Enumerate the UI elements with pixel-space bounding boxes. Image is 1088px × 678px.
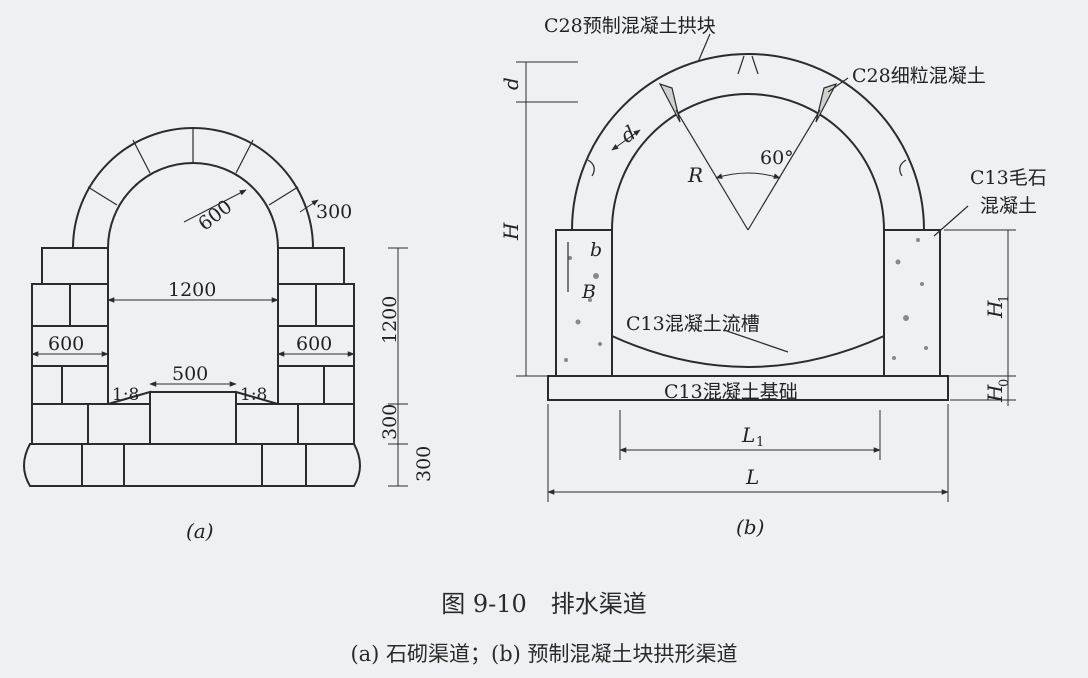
dim-radial-outer-label: 300 <box>316 201 352 223</box>
symbol-L1-sub: 1 <box>756 435 764 450</box>
dim-right-wall-label: 600 <box>296 333 332 355</box>
arch-ring-inner <box>611 93 885 231</box>
label-arch-block: C28预制混凝土拱块 <box>544 15 716 37</box>
dim-600-radial-leader <box>183 189 247 223</box>
symbol-d-top: d <box>499 77 523 90</box>
dim-horizontal-ticks <box>547 404 949 502</box>
leader-rubble-concrete <box>933 205 969 237</box>
angle-arc <box>715 172 781 179</box>
slope-right-label: 1:8 <box>240 385 267 405</box>
symbol-angle: 60° <box>760 147 794 169</box>
dim-left-wall-label: 600 <box>48 333 84 355</box>
side-wall-right <box>883 229 941 377</box>
side-wall-left <box>555 229 613 377</box>
leader-arch-block <box>697 33 711 63</box>
symbol-H0-main: H <box>983 384 1007 403</box>
dim-d-radial-line <box>611 129 641 151</box>
left-wall <box>31 283 151 445</box>
figure-caption-title: 图 9-10 排水渠道 <box>441 590 647 618</box>
dim-vertical-ticks <box>388 247 408 487</box>
symbol-L1-main: L <box>741 423 755 447</box>
arch-inner <box>107 162 279 249</box>
right-wall <box>235 283 355 445</box>
symbol-H1-main: H <box>983 300 1007 319</box>
foundation-slab <box>547 375 949 401</box>
radius-line-right <box>747 109 821 231</box>
symbol-H1-sub: 1 <box>997 295 1012 303</box>
dim-right-vertical <box>944 229 1016 406</box>
leader-flow-trough <box>723 329 789 353</box>
figure-a-sublabel: (a) <box>186 519 214 543</box>
arch-ring-outer <box>571 53 925 231</box>
dim-300-radial-leader <box>299 199 319 213</box>
dim-radial-inner-label: 600 <box>194 196 236 236</box>
label-rubble-concrete-2: 混凝土 <box>980 195 1037 217</box>
label-flow-trough: C13混凝土流槽 <box>626 313 760 335</box>
symbol-H0: H 0 <box>983 379 1012 403</box>
impost-left <box>41 247 109 285</box>
dim-left-vertical <box>516 61 578 377</box>
label-fine-concrete: C28细粒混凝土 <box>852 65 986 87</box>
symbol-height: H <box>499 222 523 241</box>
symbol-H1: H 1 <box>983 295 1012 319</box>
symbol-B: B <box>581 281 596 303</box>
dim-span-label: 1200 <box>168 279 216 301</box>
symbol-L: L <box>745 465 759 489</box>
symbol-L1: L 1 <box>741 423 764 450</box>
symbol-d-radial: d <box>616 121 640 148</box>
figure-caption-subtitle: (a) 石砌渠道；(b) 预制混凝土块拱形渠道 <box>350 642 738 666</box>
symbol-b: b <box>590 239 602 261</box>
rubble-aggregate-dots <box>564 238 928 362</box>
symbol-H0-sub: 0 <box>997 379 1012 387</box>
dim-wall-height-label: 1200 <box>379 296 401 344</box>
base-course <box>23 443 361 487</box>
arch-fine-concrete-joints <box>587 55 907 177</box>
slope-left-label: 1:8 <box>112 385 139 405</box>
channel-floor <box>107 390 279 444</box>
figure-b-sublabel: (b) <box>736 515 764 539</box>
label-foundation: C13混凝土基础 <box>664 381 798 403</box>
figure-a-stone-channel: 600 300 1200 600 600 500 1:8 1:8 1200 30… <box>23 127 435 543</box>
dim-base-depth-label: 300 <box>413 446 435 482</box>
dim-trough-label: 500 <box>172 363 208 385</box>
leader-fine-concrete <box>827 77 849 93</box>
flow-trough <box>611 334 885 377</box>
symbol-radius: R <box>687 163 703 187</box>
label-rubble-concrete-1: C13毛石 <box>970 167 1047 189</box>
figure-b-arch-channel: C28预制混凝土拱块 C28细粒混凝土 C13毛石 混凝土 C13混凝土流槽 C… <box>499 15 1047 539</box>
radius-line-left <box>675 109 749 231</box>
arch-voussoir-joints <box>73 128 299 249</box>
dim-trough-depth-label: 300 <box>379 404 401 440</box>
impost-right <box>277 247 345 285</box>
